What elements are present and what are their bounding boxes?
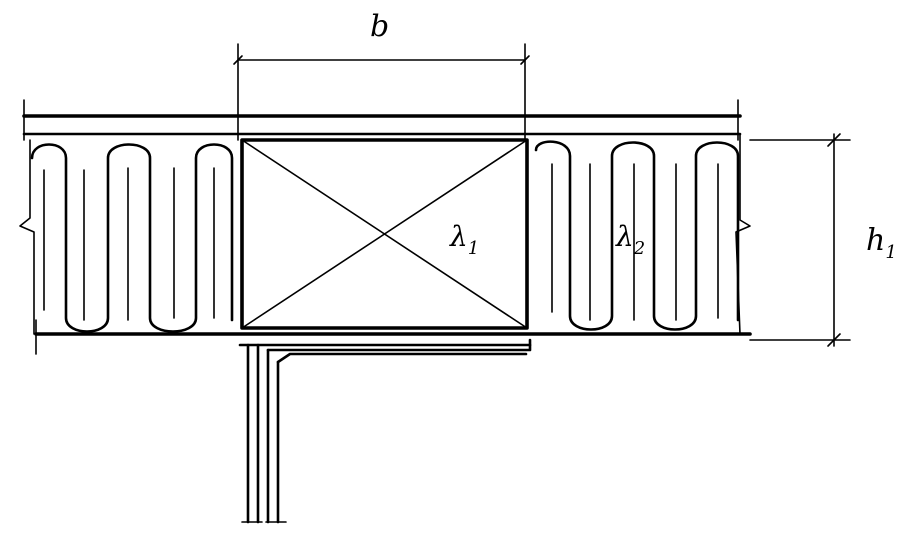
right-insulation	[534, 140, 740, 331]
width-dimension	[233, 43, 530, 141]
bottom-sheathing	[34, 319, 752, 355]
wood-stud	[240, 138, 529, 330]
right-insulation-inner	[551, 163, 719, 321]
bottom-connector	[241, 338, 532, 524]
left-insulation-inner	[43, 167, 215, 321]
stud-conductivity-label: λ1	[449, 220, 479, 259]
insulation-conductivity-label: λ2	[615, 220, 645, 259]
height-dimension	[749, 133, 851, 347]
left-insulation	[30, 143, 234, 333]
top-sheathing	[22, 99, 742, 141]
height-label: h1	[866, 223, 897, 263]
left-break-line	[19, 139, 35, 335]
width-label: b	[370, 9, 389, 44]
